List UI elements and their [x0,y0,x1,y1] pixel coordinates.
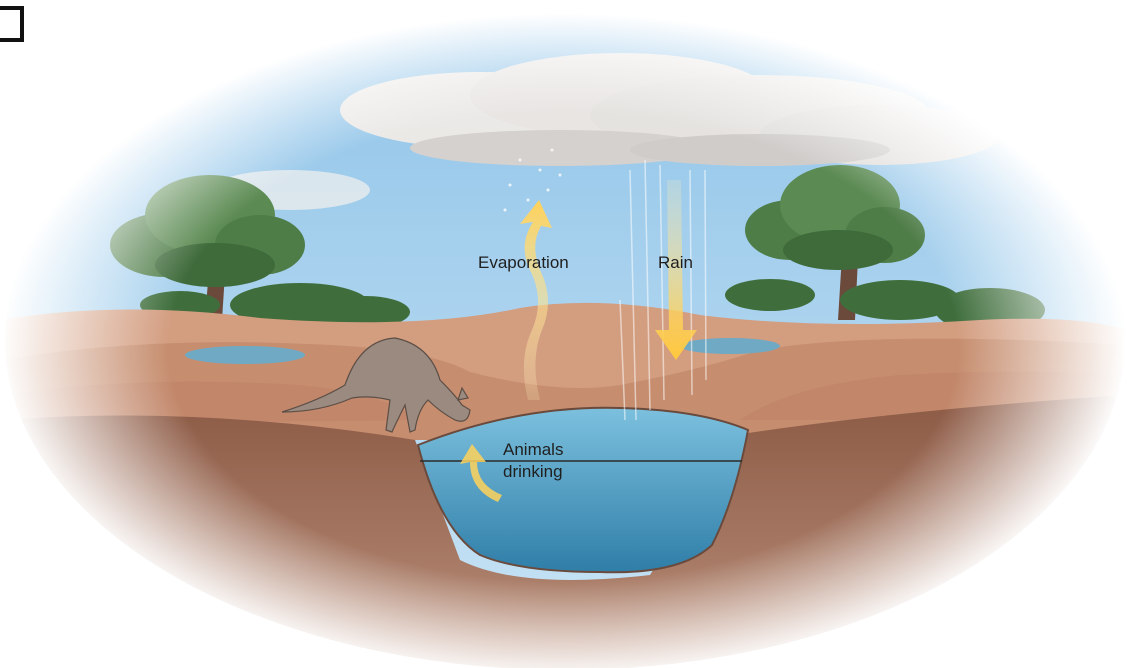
label-animals-drinking-line2: drinking [503,462,563,482]
label-evaporation: Evaporation [478,253,569,273]
label-animals-drinking-line1: Animals [503,440,563,460]
label-rain: Rain [658,253,693,273]
